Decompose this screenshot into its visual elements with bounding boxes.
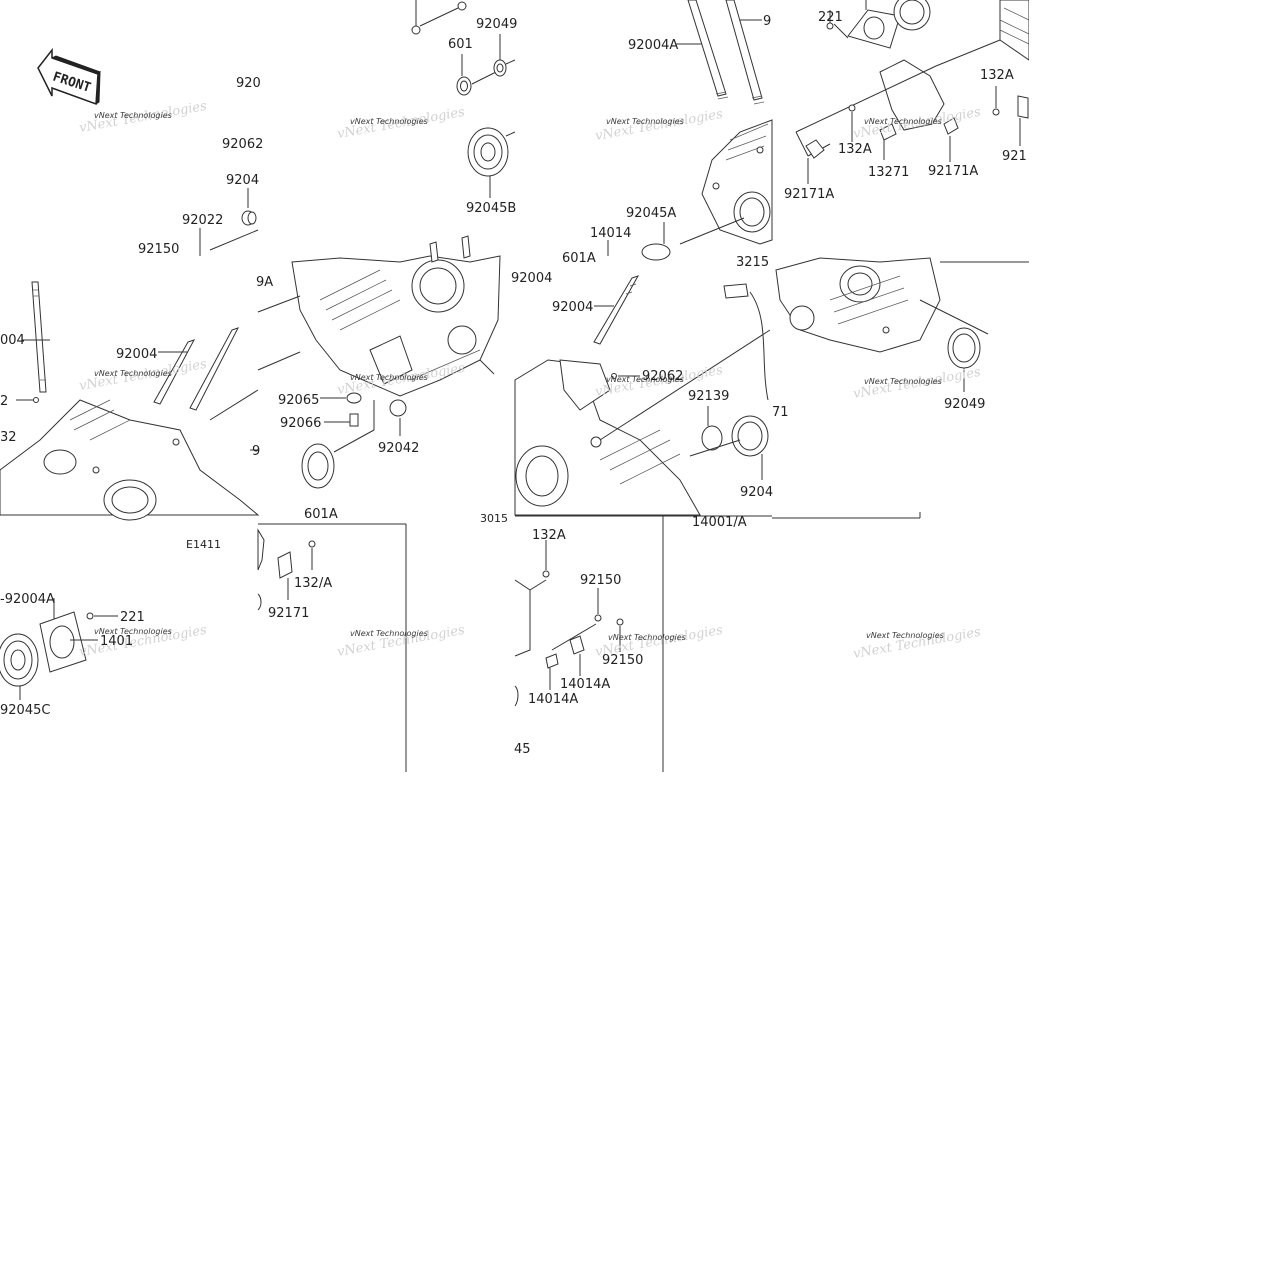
tile-bottom-mid (257, 523, 407, 772)
part-label[interactable]: -92004A (0, 592, 55, 607)
part-label[interactable]: 601A (562, 251, 596, 266)
part-label[interactable]: 132A (838, 142, 872, 157)
part-label[interactable]: 92171 (268, 606, 309, 621)
part-label[interactable]: 92171A (784, 187, 834, 202)
tile-mid-right (775, 257, 1029, 392)
watermark: vNext Technologies (350, 117, 428, 126)
part-label[interactable]: 45 (514, 742, 531, 757)
tile-mid-left (0, 281, 260, 521)
part-label[interactable]: 2 (0, 394, 8, 409)
part-label[interactable]: 92150 (602, 653, 643, 668)
part-label[interactable]: 1401 (100, 634, 133, 649)
part-label[interactable]: 601 (448, 37, 473, 52)
part-label[interactable]: 004 (0, 333, 25, 348)
tile-bottom-center (514, 515, 772, 772)
watermark: vNext Technologies (606, 375, 684, 384)
watermark: vNext Technologies (94, 111, 172, 120)
part-label[interactable]: 601A (304, 507, 338, 522)
part-label[interactable]: 92139 (688, 389, 729, 404)
part-label[interactable]: 92049 (476, 17, 517, 32)
watermark: vNext Technologies (606, 117, 684, 126)
tile-top-mid (411, 0, 516, 198)
part-label[interactable]: 920 (236, 76, 261, 91)
watermark: vNext Technologies (608, 633, 686, 642)
part-label[interactable]: 92150 (580, 573, 621, 588)
part-label[interactable]: 3015 (480, 512, 508, 525)
part-label[interactable]: 9A (256, 275, 273, 290)
drawing-code: E1411 (186, 538, 221, 551)
part-label[interactable]: 14014A (528, 692, 578, 707)
part-label[interactable]: 132A (980, 68, 1014, 83)
part-label[interactable]: 92004 (552, 300, 593, 315)
part-label[interactable]: 92045C (0, 703, 50, 718)
part-label[interactable]: 92004A (628, 38, 678, 53)
part-label-layer: 92049 601 92045B 920 92062 9204 92022 92… (0, 10, 1027, 757)
tile-top-center (607, 0, 773, 261)
part-label[interactable]: 92062 (642, 369, 683, 384)
part-label[interactable]: 14001/A (692, 515, 747, 530)
part-label[interactable]: 9204 (226, 173, 259, 188)
part-label[interactable]: 92042 (378, 441, 419, 456)
watermark: vNext Technologies (94, 627, 172, 636)
part-label[interactable]: 92045B (466, 201, 516, 216)
part-label[interactable]: 9 (763, 14, 771, 29)
watermark: vNext Technologies (94, 369, 172, 378)
part-label[interactable]: 3215 (736, 255, 769, 270)
tile-mid-mid (250, 235, 501, 489)
part-label[interactable]: 92004 (511, 271, 552, 286)
tile-mid-center (514, 275, 771, 516)
part-label[interactable]: 92171A (928, 164, 978, 179)
part-label[interactable]: 92004 (116, 347, 157, 362)
watermark: vNext Technologies (864, 117, 942, 126)
part-label[interactable]: 9204 (740, 485, 773, 500)
part-label[interactable]: 221 (120, 610, 145, 625)
part-label[interactable]: 14014A (560, 677, 610, 692)
part-label[interactable]: 92066 (280, 416, 321, 431)
part-label[interactable]: 14014 (590, 226, 631, 241)
part-label[interactable]: 221 (818, 10, 843, 25)
watermark: vNext Technologies (866, 631, 944, 640)
blank-margin-bottom (0, 772, 1285, 1285)
part-label[interactable]: 92062 (222, 137, 263, 152)
part-label[interactable]: 9 (252, 444, 260, 459)
tile-top-right (795, 0, 1030, 184)
watermark: vNext Technologies (350, 373, 428, 382)
part-label[interactable]: 92045A (626, 206, 676, 221)
front-arrow-icon: FRONT (37, 47, 101, 106)
part-label[interactable]: 132/A (294, 576, 332, 591)
part-label[interactable]: 92150 (138, 242, 179, 257)
part-label[interactable]: 71 (772, 405, 789, 420)
tile-bottom-right (772, 512, 921, 519)
tile-bottom-left (0, 598, 118, 700)
part-label[interactable]: 921 (1002, 149, 1027, 164)
part-label[interactable]: 13271 (868, 165, 909, 180)
part-label[interactable]: 92049 (944, 397, 985, 412)
tile-top-left (199, 188, 259, 256)
part-label[interactable]: 32 (0, 430, 17, 445)
part-label[interactable]: 132A (532, 528, 566, 543)
part-label[interactable]: 92065 (278, 393, 319, 408)
watermark: vNext Technologies (864, 377, 942, 386)
watermark: vNext Technologies (350, 629, 428, 638)
part-label[interactable]: 92022 (182, 213, 223, 228)
